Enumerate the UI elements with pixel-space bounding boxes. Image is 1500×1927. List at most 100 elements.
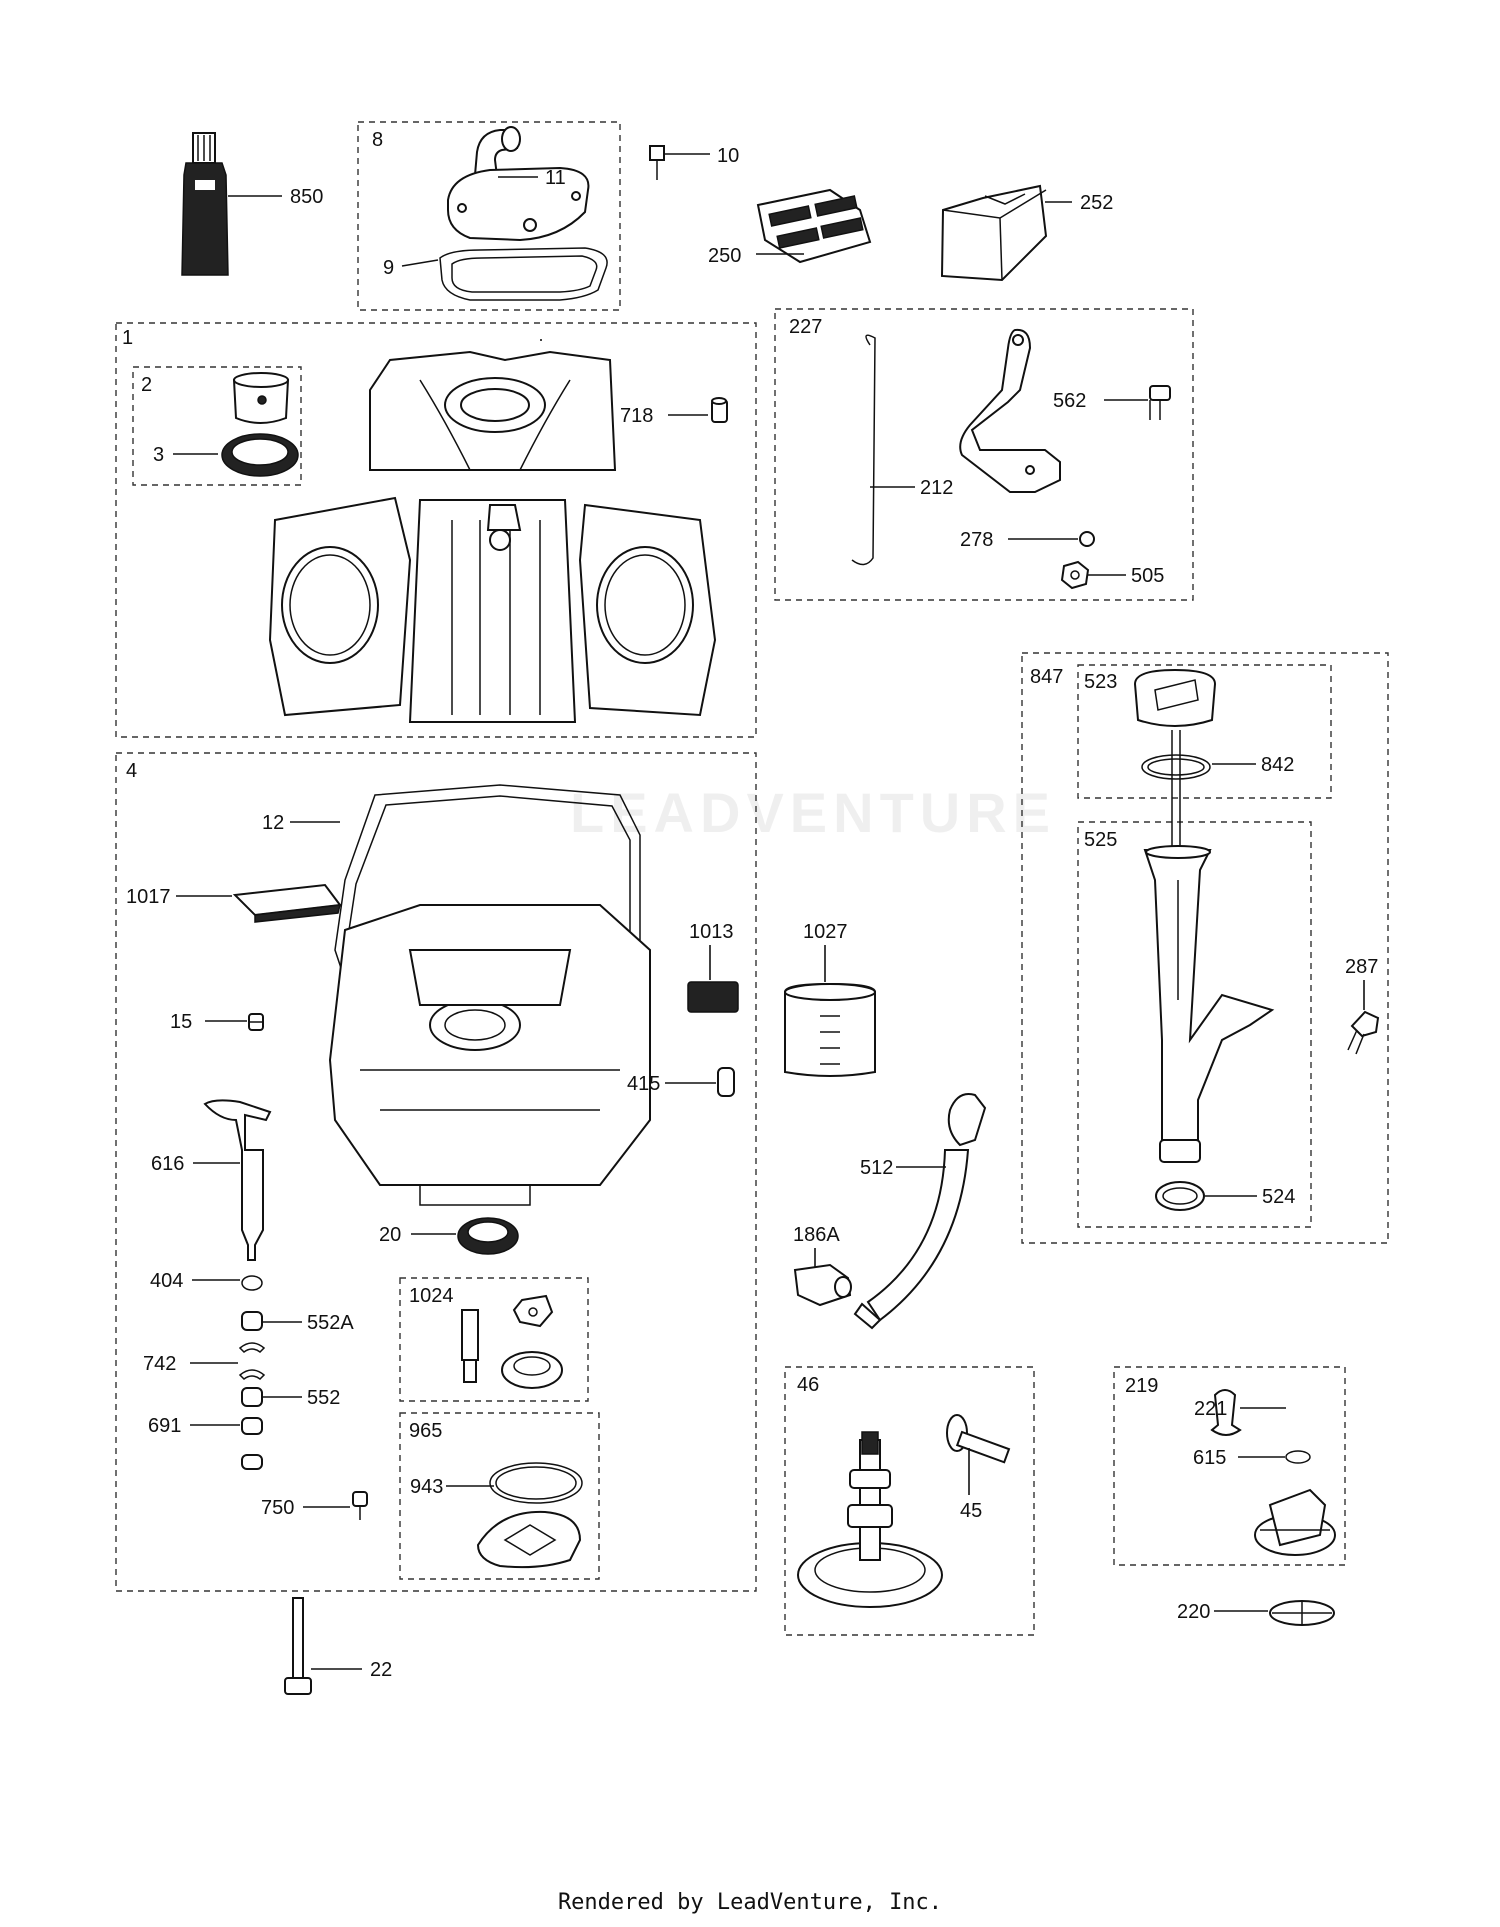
part-label-850: 850 [290, 186, 323, 208]
group-label-965: 965 [409, 1420, 442, 1442]
bearing-seal-icon [457, 1217, 519, 1255]
air-filter-icon [756, 188, 872, 264]
group-box-219 [1113, 1366, 1346, 1566]
group-label-847: 847 [1030, 666, 1063, 688]
dipstick-tube-icon [1143, 730, 1275, 1163]
group-label-523: 523 [1084, 671, 1117, 693]
part-label-512: 512 [860, 1157, 893, 1179]
breather-tube-icon [473, 126, 521, 178]
pump-rotor-icon [512, 1294, 554, 1328]
bracket-bolt-icon [1149, 385, 1171, 420]
part-label-287: 287 [1345, 956, 1378, 978]
part-label-186A: 186A [793, 1224, 840, 1246]
drain-hose-icon [853, 1093, 987, 1330]
breather-gasket-icon [439, 247, 608, 301]
spring-icon [687, 981, 739, 1013]
group-label-46: 46 [797, 1374, 819, 1396]
pump-cover-icon [476, 1510, 582, 1569]
watermark: LEADVENTURE [570, 781, 1057, 844]
group-box-8 [357, 121, 621, 311]
part-label-1017: 1017 [126, 886, 171, 908]
shaft-small-parts-icon [238, 1275, 266, 1470]
part-label-842: 842 [1261, 754, 1294, 776]
group-label-2: 2 [141, 374, 152, 396]
part-label-615: 615 [1193, 1447, 1226, 1469]
gasket-ring-icon [489, 1462, 583, 1504]
hose-adapter-icon [793, 1263, 852, 1307]
nut-icon [1060, 560, 1090, 590]
governor-gear-icon [1254, 1488, 1336, 1556]
part-label-278: 278 [960, 529, 993, 551]
part-label-691: 691 [148, 1415, 181, 1437]
part-label-20: 20 [379, 1224, 401, 1246]
part-label-562: 562 [1053, 390, 1086, 412]
governor-spring-icon [851, 334, 876, 566]
group-label-1024: 1024 [409, 1285, 454, 1307]
breather-cover-icon [447, 166, 590, 242]
governor-pin-icon [1210, 1389, 1242, 1436]
part-label-250: 250 [708, 245, 741, 267]
part-label-22: 22 [370, 1659, 392, 1681]
long-bolt-icon [284, 1597, 312, 1695]
group-box-847 [1021, 652, 1389, 1244]
part-label-220: 220 [1177, 1601, 1210, 1623]
pump-housing-icon [501, 1351, 563, 1389]
part-label-9: 9 [383, 257, 394, 279]
crankcase-cover-icon [328, 904, 651, 1206]
group-label-219: 219 [1125, 1375, 1158, 1397]
part-label-750: 750 [261, 1497, 294, 1519]
part-label-15: 15 [170, 1011, 192, 1033]
camshaft-icon [797, 1431, 943, 1608]
part-label-1013: 1013 [689, 921, 734, 943]
tube-seal-icon [1155, 1181, 1205, 1211]
part-label-552: 552 [307, 1387, 340, 1409]
tappet-icon [946, 1414, 1011, 1464]
thrust-washer-icon [1269, 1600, 1335, 1626]
governor-bracket-icon [959, 328, 1061, 493]
bolt-icon [649, 145, 665, 180]
part-label-616: 616 [151, 1153, 184, 1175]
part-label-1027: 1027 [803, 921, 848, 943]
group-box-523 [1077, 664, 1332, 799]
sealant-tube-icon [181, 132, 229, 276]
part-label-404: 404 [150, 1270, 183, 1292]
group-label-8: 8 [372, 129, 383, 151]
governor-shaft-icon [203, 1099, 272, 1261]
part-label-943: 943 [410, 1476, 443, 1498]
part-label-10: 10 [717, 145, 739, 167]
group-box-227 [774, 308, 1194, 601]
retaining-ring-icon [1285, 1450, 1311, 1464]
piston-liner-icon [232, 372, 290, 424]
footer-credit: Rendered by LeadVenture, Inc. [557, 1890, 943, 1915]
part-label-415: 415 [627, 1073, 660, 1095]
group-box-965 [399, 1412, 600, 1580]
group-box-46 [784, 1366, 1035, 1636]
engine-block-icon [268, 350, 717, 723]
dipstick-cap-icon [1133, 668, 1217, 727]
seal-ring-icon [221, 433, 299, 477]
part-label-742: 742 [143, 1353, 176, 1375]
group-label-4: 4 [126, 760, 137, 782]
o-ring-icon [1141, 754, 1211, 780]
group-label-1: 1 [122, 327, 133, 349]
part-label-11: 11 [545, 167, 566, 189]
pre-cleaner-icon [940, 184, 1048, 282]
group-label-227: 227 [789, 316, 822, 338]
dowel-pin-icon [711, 397, 728, 423]
part-label-718: 718 [620, 405, 653, 427]
group-box-4 [115, 752, 757, 1592]
part-label-252: 252 [1080, 192, 1113, 214]
part-label-12: 12 [262, 812, 284, 834]
part-label-552A: 552A [307, 1312, 354, 1334]
part-label-524: 524 [1262, 1186, 1295, 1208]
filter-screen-icon [232, 883, 342, 923]
group-box-1 [115, 322, 757, 738]
part-label-505: 505 [1131, 565, 1164, 587]
plug-icon [248, 1013, 264, 1031]
fitting-icon [717, 1067, 735, 1097]
part-label-3: 3 [153, 444, 164, 466]
part-label-221: 221 [1194, 1398, 1227, 1420]
oil-pump-shaft-icon [461, 1309, 479, 1383]
washer-icon [1079, 531, 1095, 547]
